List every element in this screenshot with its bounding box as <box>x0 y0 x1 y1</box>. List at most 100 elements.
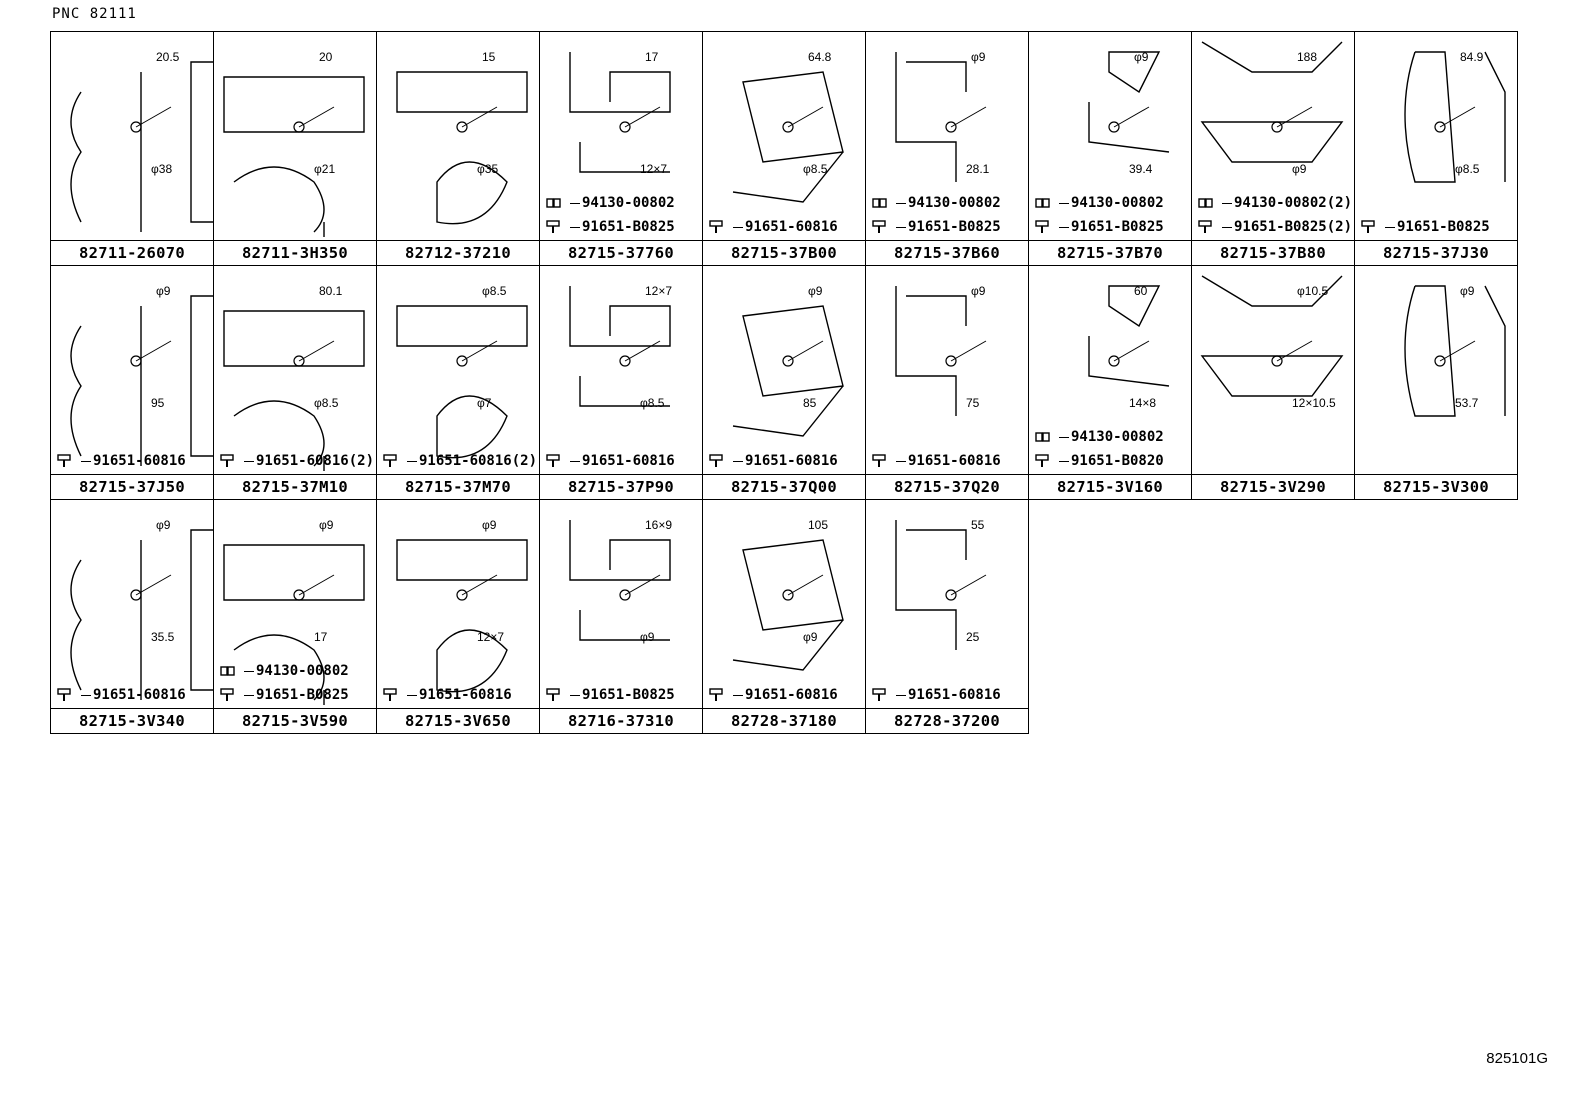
part-number-label[interactable]: 82715-37M10 <box>214 474 376 499</box>
fastener-callout[interactable]: 91651-B0825 <box>1035 219 1164 235</box>
fastener-part-number: 91651-60816 <box>908 687 1001 703</box>
callout-leader <box>896 202 906 204</box>
part-number-label[interactable]: 82715-37J50 <box>51 474 213 499</box>
part-number-label[interactable]: 82715-3V290 <box>1192 474 1354 499</box>
part-number-label[interactable]: 82715-37B70 <box>1029 240 1191 265</box>
part-number-label[interactable]: 82715-37P90 <box>540 474 702 499</box>
part-number-label[interactable]: 82715-37B60 <box>866 240 1028 265</box>
fastener-callout[interactable]: 91651-B0825(2) <box>1198 219 1352 235</box>
part-number-label[interactable]: 82715-37Q00 <box>703 474 865 499</box>
bolt-icon <box>383 454 405 468</box>
fastener-callout[interactable]: 94130-00802 <box>1035 429 1164 445</box>
leader-line <box>950 574 987 596</box>
fastener-callout[interactable]: 91651-60816 <box>872 453 1001 469</box>
bolt-icon <box>57 454 79 468</box>
fastener-callout[interactable]: 91651-B0825 <box>1361 219 1490 235</box>
part-drawing <box>1192 32 1354 239</box>
dimension-label: 16×9 <box>645 518 673 532</box>
mounting-hole <box>1434 121 1446 133</box>
part-drawing <box>1029 266 1191 473</box>
part-number-label[interactable]: 82715-37Q20 <box>866 474 1028 499</box>
fastener-callout[interactable]: 91651-60816 <box>57 453 186 469</box>
leader-line <box>135 574 172 596</box>
fastener-callout[interactable]: 91651-60816 <box>57 687 186 703</box>
fastener-callout[interactable]: 91651-60816 <box>709 687 838 703</box>
part-drawing-outline <box>1088 285 1170 387</box>
mounting-hole <box>619 589 631 601</box>
part-number-label[interactable]: 82715-3V300 <box>1355 474 1517 499</box>
dimension-label: 39.4 <box>1129 162 1153 176</box>
fastener-callout[interactable]: 91651-60816(2) <box>383 453 537 469</box>
fastener-callout[interactable]: 94130-00802 <box>1035 195 1164 211</box>
part-number-label[interactable]: 82728-37200 <box>866 708 1028 733</box>
leader-line <box>135 340 172 362</box>
fastener-callout[interactable]: 91651-60816 <box>383 687 512 703</box>
fastener-callout[interactable]: 91651-60816 <box>709 453 838 469</box>
part-number-label[interactable]: 82715-3V340 <box>51 708 213 733</box>
part-drawing-svg <box>895 520 987 650</box>
leader-line <box>624 340 661 362</box>
fastener-callout[interactable]: 91651-B0825 <box>546 219 675 235</box>
part-drawing-outline <box>569 286 671 407</box>
dimension-label: 12×7 <box>645 284 673 298</box>
part-drawing-outline <box>569 520 671 641</box>
part-number-label[interactable]: 82711-26070 <box>51 240 213 265</box>
fastener-callout[interactable]: 91651-B0825 <box>220 687 349 703</box>
part-drawing-svg <box>732 539 844 671</box>
part-number-label[interactable]: 82716-37310 <box>540 708 702 733</box>
part-number-label[interactable]: 82715-3V650 <box>377 708 539 733</box>
fastener-callout[interactable]: 94130-00802 <box>220 663 349 679</box>
part-drawing <box>214 500 376 707</box>
fastener-callout[interactable]: 91651-B0825 <box>872 219 1001 235</box>
callout-leader <box>733 226 743 228</box>
fastener-callout[interactable]: 91651-60816 <box>872 687 1001 703</box>
bolt-icon <box>57 688 79 702</box>
fastener-callout[interactable]: 91651-B0825 <box>546 687 675 703</box>
fastener-callout[interactable]: 91651-B0820 <box>1035 453 1164 469</box>
fastener-callout[interactable]: 91651-60816 <box>709 219 838 235</box>
fastener-callout[interactable]: 94130-00802 <box>546 195 675 211</box>
part-number-label[interactable]: 82715-37B80 <box>1192 240 1354 265</box>
part-number-label[interactable]: 82715-3V590 <box>214 708 376 733</box>
fastener-callout[interactable]: 91651-60816(2) <box>220 453 374 469</box>
fastener-callout[interactable]: 91651-60816 <box>546 453 675 469</box>
part-number-label[interactable]: 82712-37210 <box>377 240 539 265</box>
part-number-label[interactable]: 82715-37760 <box>540 240 702 265</box>
part-number-label[interactable]: 82715-37M70 <box>377 474 539 499</box>
part-number-label[interactable]: 82715-3V160 <box>1029 474 1191 499</box>
part-drawing-svg <box>732 305 844 437</box>
part-drawing-svg <box>223 76 365 237</box>
part-number-label[interactable]: 82715-37B00 <box>703 240 865 265</box>
part-number-label[interactable]: 82715-37J30 <box>1355 240 1517 265</box>
fastener-callout[interactable]: 94130-00802(2) <box>1198 195 1352 211</box>
part-drawing <box>214 266 376 473</box>
fastener-callout[interactable]: 94130-00802 <box>872 195 1001 211</box>
leader-line <box>787 106 824 128</box>
part-number-label[interactable]: 82728-37180 <box>703 708 865 733</box>
part-number-label[interactable]: 82711-3H350 <box>214 240 376 265</box>
